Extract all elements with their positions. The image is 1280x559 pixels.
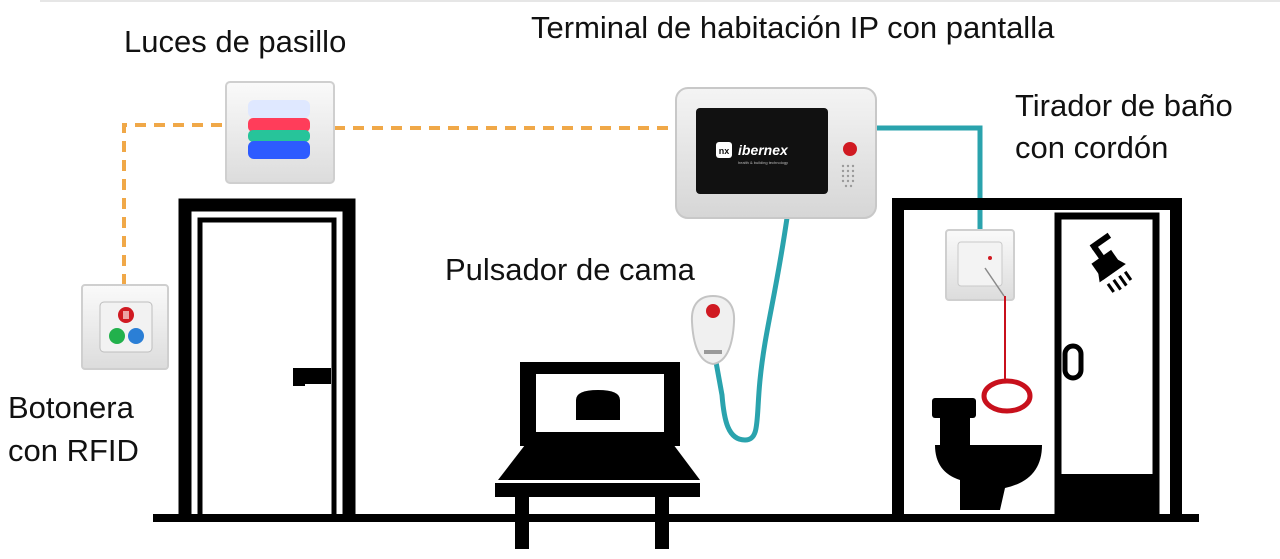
- speaker-grille-icon: [841, 164, 855, 188]
- rfid-keypad-device: [81, 284, 169, 370]
- floor-line: [153, 514, 1199, 522]
- wired-link-terminal-pull: [876, 125, 983, 230]
- label-keypad-line2: con RFID: [8, 433, 139, 468]
- ip-room-terminal: nx ibernex health & building technology: [675, 87, 877, 219]
- terminal-brand-name: ibernex: [738, 142, 789, 158]
- terminal-call-button: [843, 142, 857, 156]
- bed-call-button: [690, 294, 736, 366]
- label-ip-terminal: Terminal de habitación IP con pantalla: [531, 10, 1055, 45]
- toilet-icon: [932, 398, 1042, 510]
- label-keypad-line1: Botonera: [8, 390, 134, 425]
- terminal-brand-badge: nx: [719, 146, 730, 156]
- bed-icon: [495, 362, 700, 549]
- bathroom-pull-cord-device: [945, 229, 1033, 414]
- label-bathroom-pull-line1: Tirador de baño: [1015, 88, 1233, 123]
- wireless-link-keypad-lights: [122, 123, 228, 285]
- label-hall-lights: Luces de pasillo: [124, 24, 347, 59]
- wired-link-terminal-bed-button: [713, 217, 790, 443]
- label-bed-button: Pulsador de cama: [445, 252, 695, 287]
- hall-lights-device: [225, 81, 335, 184]
- door-icon: [178, 198, 356, 514]
- bathroom-outline: [892, 198, 1182, 514]
- terminal-brand-tagline: health & building technology: [738, 160, 788, 165]
- shower-icon: [1054, 212, 1160, 514]
- label-bathroom-pull-line2: con cordón: [1015, 130, 1169, 165]
